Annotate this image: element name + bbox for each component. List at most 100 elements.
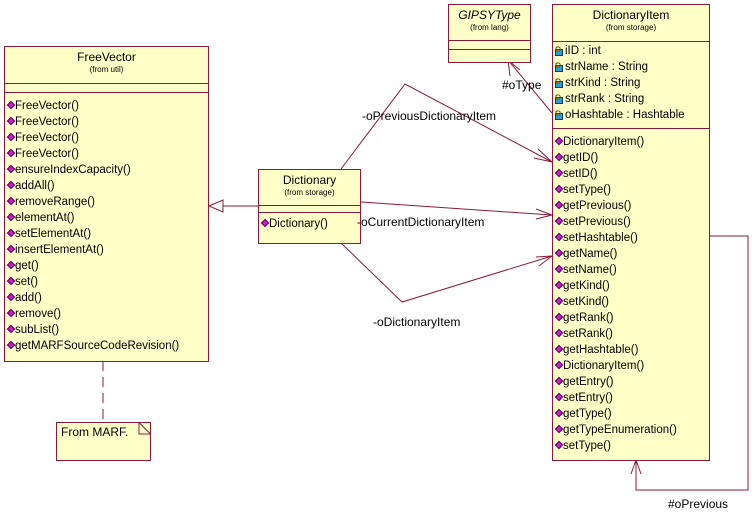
method-row[interactable]: DictionaryItem() [553,358,709,374]
attribute-row[interactable]: strName : String [553,59,709,75]
method-row[interactable]: setEntry() [553,390,709,406]
method-icon [6,196,16,206]
label-previous-dictionary-item: -oPreviousDictionaryItem [362,109,497,123]
method-row[interactable]: setID() [553,166,709,182]
method-icon [554,280,564,290]
attribute-icon [555,46,563,56]
gipsy-type-class[interactable]: GIPSYType (from lang) [448,4,531,63]
method-row[interactable]: set() [5,274,208,290]
method-icon [554,328,564,338]
method-icon [6,180,16,190]
method-icon [554,184,564,194]
method-icon [6,244,16,254]
method-row[interactable]: add() [5,290,208,306]
method-icon [6,132,16,142]
note-shape [56,422,151,461]
label-o-type: #oType [502,78,542,92]
method-row[interactable]: setType() [553,438,709,454]
class-name: GIPSYType [458,8,521,22]
method-row[interactable]: setHashtable() [553,230,709,246]
class-name: Dictionary [282,173,337,187]
method-icon [6,324,16,334]
method-row[interactable]: getTypeEnumeration() [553,422,709,438]
method-icon [554,248,564,258]
method-icon [6,292,16,302]
method-row[interactable]: FreeVector() [5,146,208,162]
attribute-row[interactable]: strKind : String [553,75,709,91]
method-row[interactable]: elementAt() [5,210,208,226]
note[interactable]: From MARF. [56,422,151,461]
method-row[interactable]: addAll() [5,178,208,194]
attribute-row[interactable]: oHashtable : Hashtable [553,107,709,123]
association-previous-dictionary-item [340,83,553,170]
method-row[interactable]: ensureIndexCapacity() [5,162,208,178]
method-icon [6,308,16,318]
method-row[interactable]: insertElementAt() [5,242,208,258]
free-vector-class[interactable]: FreeVector (from util) FreeVector() Free… [4,46,209,362]
method-row[interactable]: FreeVector() [5,114,208,130]
method-icon [554,152,564,162]
method-row[interactable]: Dictionary() [259,216,360,232]
method-icon [554,408,564,418]
method-row[interactable]: getHashtable() [553,342,709,358]
method-row[interactable]: setName() [553,262,709,278]
method-row[interactable]: get() [5,258,208,274]
association-current-dictionary-item [360,201,553,216]
method-row[interactable]: removeRange() [5,194,208,210]
method-icon [554,360,564,370]
class-package: (from util) [89,65,124,74]
method-row[interactable]: getName() [553,246,709,262]
method-row[interactable]: getPrevious() [553,198,709,214]
method-icon [554,392,564,402]
method-row[interactable]: getID() [553,150,709,166]
method-row[interactable]: FreeVector() [5,130,208,146]
label-current-dictionary-item: -oCurrentDictionaryItem [357,215,485,229]
method-row[interactable]: DictionaryItem() [553,134,709,150]
class-package: (from storage) [284,188,335,197]
method-icon [554,200,564,210]
class-package: (from lang) [470,23,509,32]
method-row[interactable]: setType() [553,182,709,198]
method-icon [554,136,564,146]
label-dictionary-item: -oDictionaryItem [373,315,461,329]
method-icon [554,440,564,450]
attribute-row[interactable]: strRank : String [553,91,709,107]
method-icon [6,148,16,158]
association-o-type [507,59,553,114]
method-row[interactable]: getMARFSourceCodeRevision() [5,338,208,354]
method-icon [260,218,270,228]
method-icon [6,164,16,174]
attribute-row[interactable]: iID : int [553,43,709,59]
method-row[interactable]: remove() [5,306,208,322]
method-row[interactable]: setKind() [553,294,709,310]
method-row[interactable]: FreeVector() [5,98,208,114]
inheritance-arrowhead [207,199,224,213]
method-row[interactable]: getKind() [553,278,709,294]
method-icon [554,232,564,242]
method-row[interactable]: setPrevious() [553,214,709,230]
method-icon [554,264,564,274]
method-row[interactable]: subList() [5,322,208,338]
dictionary-item-methods: DictionaryItem() getID() setID() setType… [553,129,709,454]
dictionary-item-class[interactable]: DictionaryItem (from storage) iID : int … [552,4,710,461]
method-row[interactable]: getEntry() [553,374,709,390]
attribute-icon [555,78,563,88]
method-row[interactable]: setElementAt() [5,226,208,242]
method-icon [554,296,564,306]
method-row[interactable]: setRank() [553,326,709,342]
attribute-icon [555,94,563,104]
dictionary-methods: Dictionary() [259,213,360,232]
method-icon [6,100,16,110]
arrowhead-dictionary-item [535,255,554,267]
dictionary-class[interactable]: Dictionary (from storage) Dictionary() [258,169,361,244]
method-row[interactable]: getRank() [553,310,709,326]
method-row[interactable]: getType() [553,406,709,422]
method-icon [6,116,16,126]
method-icon [6,276,16,286]
dictionary-item-attributes: iID : int strName : String strKind : Str… [553,42,709,123]
free-vector-methods: FreeVector() FreeVector() FreeVector() F… [5,93,208,354]
method-icon [554,376,564,386]
method-icon [554,168,564,178]
attribute-icon [555,110,563,120]
method-icon [6,228,16,238]
